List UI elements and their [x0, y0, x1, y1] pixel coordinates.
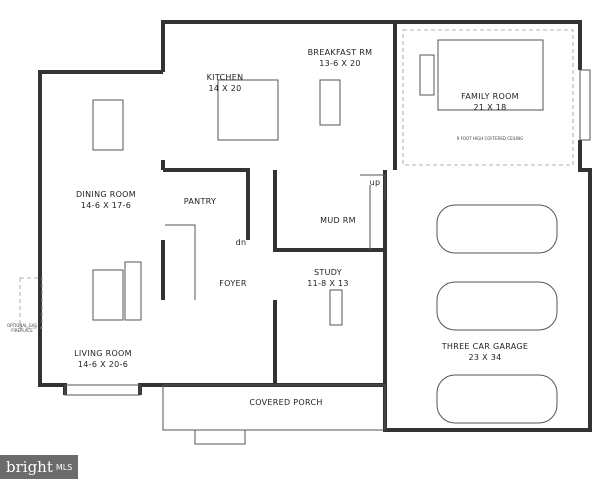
mud-label: MUD RM [320, 216, 356, 225]
bright-mls-logo: bright MLS [0, 455, 78, 479]
garage-label: THREE CAR GARAGE [441, 342, 529, 351]
dining-table [92, 99, 124, 151]
study-desk [329, 289, 343, 326]
kitchen-island [217, 79, 279, 141]
porch-outline [162, 384, 386, 431]
family-label: FAMILY ROOM [461, 92, 519, 101]
study-label: STUDY [314, 268, 342, 277]
dining-size: 14-6 X 17-6 [81, 201, 131, 210]
stairs-up: up [370, 178, 381, 187]
fireplace-note-1: OPTIONAL GAS [7, 323, 37, 328]
coffered-ceiling [402, 29, 574, 166]
kitchen-size: 14 X 20 [208, 84, 241, 93]
ceiling-note: 9 FOOT HIGH COFFERED CEILING [457, 136, 523, 141]
garage-size: 23 X 34 [468, 353, 501, 362]
breakfast-size: 13-6 X 20 [319, 59, 361, 68]
living-coffee-table [92, 269, 124, 321]
garage-cars [436, 204, 558, 424]
porch-steps [194, 429, 246, 445]
fireplace-bump [579, 69, 591, 141]
pantry-label: PANTRY [184, 197, 216, 206]
family-rug [437, 39, 544, 111]
car-icon [436, 374, 558, 424]
stairs-down: dn [236, 238, 247, 247]
stairs [165, 174, 386, 300]
bay-window [64, 384, 141, 396]
porch-label: COVERED PORCH [249, 398, 322, 407]
study-size: 11-8 X 13 [307, 279, 349, 288]
family-sofa [419, 54, 435, 96]
logo-suffix: MLS [55, 462, 73, 472]
living-label: LIVING ROOM [74, 349, 132, 358]
car-icon [436, 281, 558, 331]
living-sofa [124, 261, 142, 321]
logo-brand: bright [6, 458, 53, 476]
breakfast-table [319, 79, 341, 126]
breakfast-label: BREAKFAST RM [308, 48, 373, 57]
foyer-label: FOYER [219, 279, 247, 288]
family-size: 21 X 18 [473, 103, 506, 112]
fireplace-note-2: FIREPLACE [11, 328, 33, 333]
car-icon [436, 204, 558, 254]
kitchen-label: KITCHEN [207, 73, 244, 82]
optional-fireplace [19, 277, 43, 329]
living-size: 14-6 X 20-6 [78, 360, 128, 369]
dining-label: DINING ROOM [76, 190, 136, 199]
